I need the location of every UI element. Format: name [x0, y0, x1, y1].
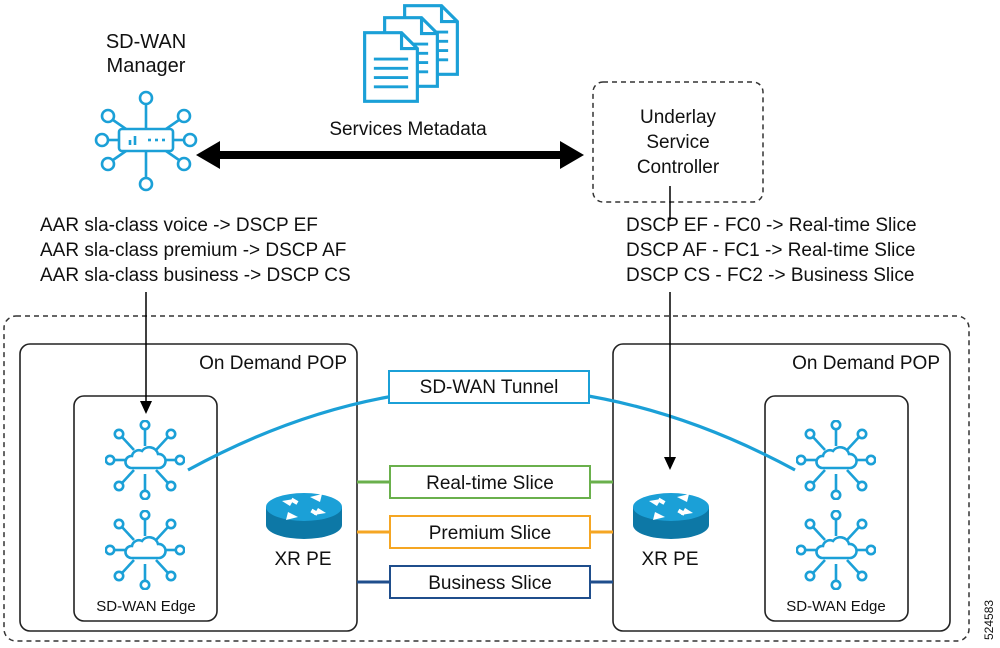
controller-to-router-arrow — [664, 186, 676, 470]
router-right-icon — [633, 493, 709, 539]
controller-line3: Controller — [637, 157, 720, 178]
aar-rule: AAR sla-class business -> DSCP CS — [40, 265, 351, 286]
dscp-rule: DSCP CS - FC2 -> Business Slice — [626, 265, 914, 286]
edge-right-box — [764, 395, 909, 622]
router-left-label: XR PE — [274, 549, 331, 570]
manager-title-line2: Manager — [107, 55, 186, 77]
slice-realtime: Real-time Slice — [357, 465, 613, 499]
dscp-rule: DSCP AF - FC1 -> Real-time Slice — [626, 240, 915, 261]
pop-right-title: On Demand POP — [792, 353, 940, 374]
tunnel-label-box — [388, 370, 590, 404]
controller-line1: Underlay — [640, 107, 717, 128]
edge-left-label: SD-WAN Edge — [96, 598, 195, 615]
slice-business: Business Slice — [357, 565, 613, 599]
metadata-label: Services Metadata — [329, 119, 487, 140]
slice-premium: Premium Slice — [357, 515, 613, 549]
metadata-exchange-arrow — [196, 141, 584, 169]
edge-right-label: SD-WAN Edge — [786, 598, 885, 615]
manager-title-line1: SD-WAN — [106, 31, 186, 53]
controller-box — [592, 81, 764, 203]
manager-to-edge-arrow — [140, 292, 152, 414]
aar-rule: AAR sla-class voice -> DSCP EF — [40, 215, 318, 236]
pop-left-title: On Demand POP — [199, 353, 347, 374]
figure-id: 524583 — [982, 600, 996, 640]
slice-premium-label: Premium Slice — [429, 523, 551, 544]
router-left-icon — [266, 493, 342, 539]
network-boundary — [3, 315, 970, 642]
slice-realtime-label: Real-time Slice — [426, 473, 554, 494]
controller-line2: Service — [646, 132, 709, 153]
dscp-rule: DSCP EF - FC0 -> Real-time Slice — [626, 215, 917, 236]
router-right-label: XR PE — [641, 549, 698, 570]
slice-business-label: Business Slice — [428, 573, 552, 594]
aar-rule: AAR sla-class premium -> DSCP AF — [40, 240, 346, 261]
manager-icon — [94, 90, 198, 192]
metadata-documents-icon — [362, 4, 459, 103]
tunnel-label: SD-WAN Tunnel — [420, 377, 559, 398]
